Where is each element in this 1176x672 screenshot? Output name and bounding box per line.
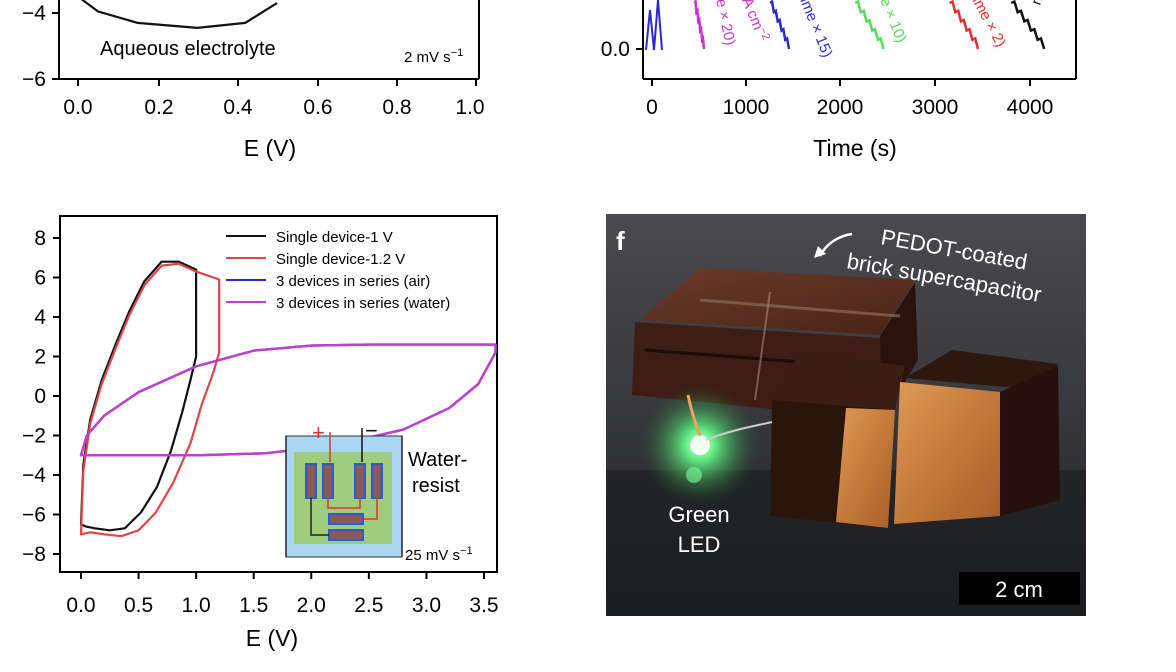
x-tick-label: 0.0: [63, 96, 92, 119]
x-axis-label: Time (s): [813, 135, 896, 161]
led-bulb: [690, 435, 710, 455]
legend-label: Single device-1.2 V: [276, 251, 405, 268]
x-tick-label: 4000: [1007, 96, 1054, 119]
x-tick-label: 0.4: [223, 96, 253, 119]
x-tick-label: 1.0: [182, 594, 211, 617]
x-tick-label: 1.0: [455, 96, 484, 119]
back-brick-top: [640, 268, 915, 335]
x-ticks-c: 0.0 0.5 1.0 1.5 2.0 2.5 3.0 3.5: [66, 572, 499, 617]
y-tick-label: 6: [34, 267, 46, 290]
y-tick-label: 4: [34, 306, 46, 329]
panel-series-cv: 8 6 4 2 0 −2 −4 −6 −8 0.0 0.5 1.0 1.5 2.0 2.5 3.0 3.5 E…: [22, 215, 499, 651]
legend: Single device-1 V Single device-1.2 V 3 …: [226, 229, 450, 312]
cv-curve-0: [79, 260, 198, 532]
y-ticks-a: −4 −6: [22, 2, 59, 91]
cv-curve-3: [79, 343, 497, 457]
x-tick-label: 0: [646, 96, 658, 119]
y-tick-label: 8: [34, 227, 46, 250]
front-cube-right-top: [905, 350, 1058, 390]
gcd-labels: e × 20) A cm−2 ime × 15) e × 10) ime × 2…: [712, 0, 1051, 60]
y-ticks-c: 8 6 4 2 0 −2 −4 −6 −8: [22, 227, 60, 566]
gcd-series-0: [693, 0, 706, 50]
y-tick-label: −8: [22, 543, 46, 566]
x-tick-label: 0.0: [66, 594, 95, 617]
legend-label: 3 devices in series (water): [276, 295, 450, 312]
panel-aqueous-cv: −4 −6 0.0 0.2 0.4 0.6 0.8 1.0 E (V) Aque…: [22, 0, 485, 161]
y-tick-label: 2: [34, 346, 46, 369]
legend-label: Single device-1 V: [276, 229, 393, 246]
front-cube-left-top: [772, 352, 905, 410]
plot-frame: [59, 215, 498, 573]
x-tick-label: 3000: [912, 96, 959, 119]
y-tick-label: −6: [22, 68, 46, 91]
x-ticks-a: 0.0 0.2 0.4 0.6 0.8 1.0: [63, 79, 485, 119]
gcd-initial-cluster: [645, 0, 663, 51]
gcd-series-2: [854, 0, 885, 50]
led-label-line1: Green: [668, 502, 729, 527]
inset-plus-sign: +: [312, 420, 325, 445]
scan-rate-a: 2 mV s−1: [404, 47, 463, 66]
x-tick-label: 3.5: [469, 594, 498, 617]
panel-brick-photo: f PEDOT-coated brick supercapacitor Gree…: [606, 214, 1086, 616]
gcd-series-4: [1010, 0, 1046, 50]
x-tick-label: 2.5: [354, 594, 383, 617]
gcd-series-1: [769, 0, 791, 50]
x-tick-label: 0.5: [124, 594, 153, 617]
y-tick-label: −4: [22, 2, 46, 25]
x-tick-label: 1.5: [239, 594, 268, 617]
gcd-label-black: n−2: [1027, 0, 1051, 7]
scale-bar-label: 2 cm: [995, 577, 1043, 602]
x-tick-label: 0.8: [382, 96, 411, 119]
inset-minus-sign: −: [365, 418, 378, 443]
x-ticks-b: 0 1000 2000 3000 4000: [646, 79, 1053, 119]
front-cube-left-cut: [836, 408, 895, 528]
gcd-label-magenta-2: A cm−2: [738, 0, 772, 44]
x-tick-label: 2000: [817, 96, 864, 119]
scale-bar: [959, 572, 1080, 605]
gcd-label-magenta: e × 20): [712, 0, 738, 47]
panel-gcd-time: 0.0 0 1000 2000 3000 4000 Time (s) e × 2…: [601, 0, 1077, 161]
x-tick-label: 2.0: [297, 594, 326, 617]
panel-letter-f: f: [616, 226, 625, 256]
inset-label-water: Water-: [408, 449, 467, 471]
x-tick-label: 3.0: [412, 594, 441, 617]
x-axis-label: E (V): [246, 625, 298, 651]
front-cube-right-cut: [894, 382, 1000, 524]
annotation-aqueous-electrolyte: Aqueous electrolyte: [100, 38, 276, 60]
x-axis-label: E (V): [244, 135, 296, 161]
x-tick-label: 0.6: [303, 96, 332, 119]
scan-rate-c: 25 mV s−1: [405, 545, 473, 564]
inset-schematic: + − Water- resist 25 mV s−1: [285, 418, 473, 564]
cv-curve-aqueous: [80, 0, 278, 30]
y-tick-label: 0: [34, 385, 46, 408]
x-tick-label: 0.2: [144, 96, 173, 119]
gcd-label-red: ime × 2): [968, 0, 1009, 50]
gcd-series-3: [949, 0, 980, 50]
x-tick-label: 1000: [723, 96, 770, 119]
inset-label-resist: resist: [412, 475, 460, 497]
y-tick-label: −6: [22, 504, 46, 527]
y-tick-label: 0.0: [601, 38, 630, 61]
cv-curve-1: [79, 262, 221, 538]
legend-label: 3 devices in series (air): [276, 273, 430, 290]
y-tick-label: −2: [22, 425, 46, 448]
gcd-label-blue: ime × 15): [796, 0, 835, 60]
front-cube-right-side: [1000, 366, 1060, 516]
y-tick-label: −4: [22, 464, 46, 487]
led-label-line2: LED: [678, 532, 721, 557]
